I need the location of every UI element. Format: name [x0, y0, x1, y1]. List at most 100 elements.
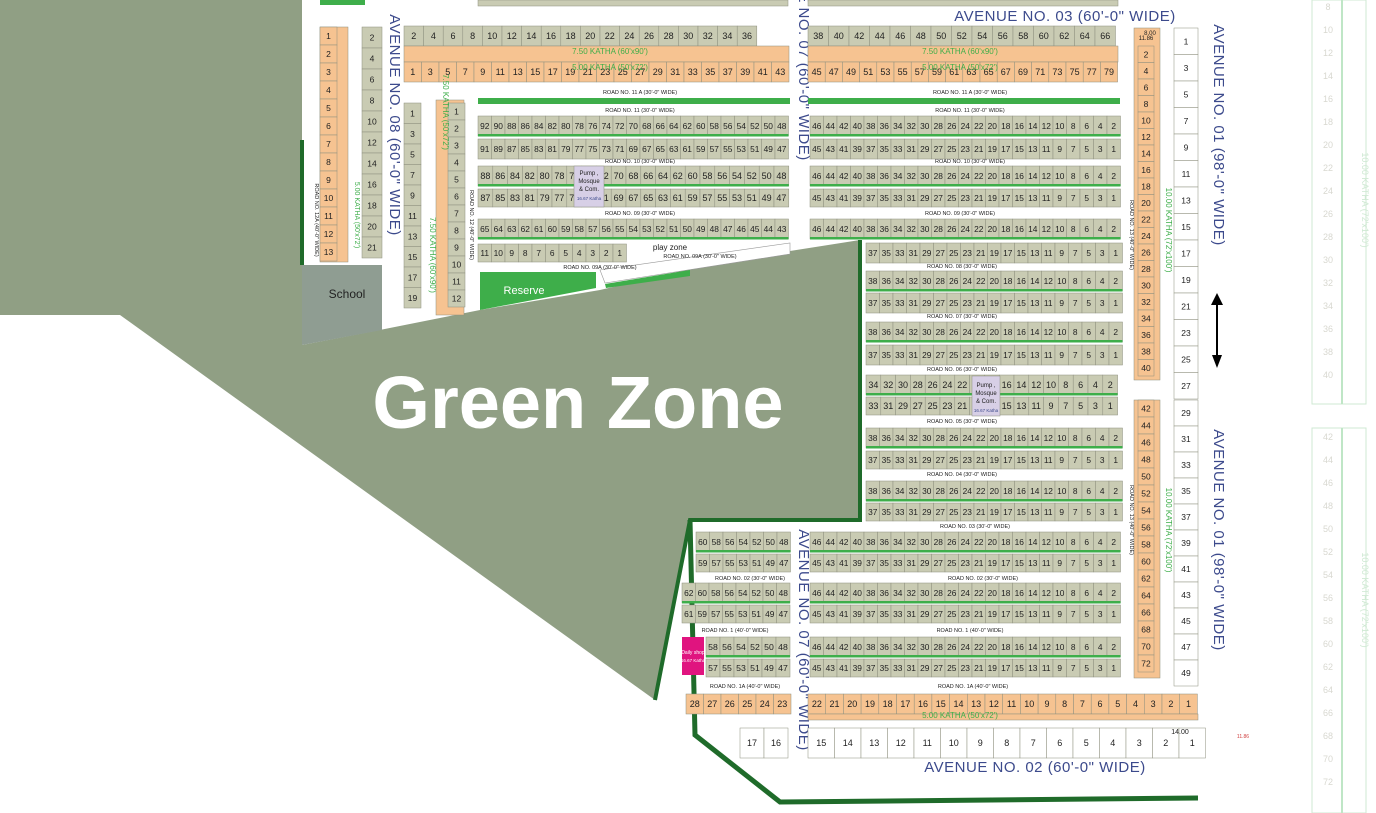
plot-number: 9	[1059, 248, 1064, 258]
plot-cell[interactable]	[1099, 727, 1127, 759]
plot-cell[interactable]	[1173, 529, 1199, 557]
plot-number: 31	[909, 248, 919, 258]
plot-number: 92	[480, 121, 490, 131]
plot-cell[interactable]	[1106, 553, 1121, 573]
plot-cell[interactable]	[1173, 345, 1199, 373]
plot-number: 1	[454, 107, 459, 117]
green-zone-area[interactable]	[0, 0, 860, 700]
plot-cell[interactable]	[1106, 658, 1121, 678]
plot-number: 12	[507, 31, 517, 41]
plot-cell[interactable]	[1173, 633, 1199, 661]
plot-number: 42	[854, 31, 864, 41]
plot-cell[interactable]	[1108, 450, 1123, 470]
plot-cell[interactable]	[1178, 727, 1206, 759]
plot-cell[interactable]	[1173, 54, 1199, 82]
plot-cell[interactable]	[1100, 61, 1118, 83]
plot-cell[interactable]	[834, 727, 862, 759]
reserve-block[interactable]	[480, 272, 596, 310]
plot-cell[interactable]	[1173, 213, 1199, 241]
plot-number: 23	[777, 699, 787, 709]
plot-cell[interactable]	[775, 658, 791, 678]
plot-cell[interactable]	[1173, 425, 1199, 453]
plot-cell[interactable]	[940, 727, 968, 759]
plot-cell[interactable]	[1108, 502, 1123, 522]
plot-number: 14	[1028, 642, 1038, 652]
plot-cell[interactable]	[1173, 555, 1199, 583]
plot-number: 22	[605, 31, 615, 41]
plot-number: 9	[509, 248, 514, 258]
plot-cell[interactable]	[1106, 188, 1121, 208]
plot-cell[interactable]	[774, 138, 789, 160]
plot-cell[interactable]	[1108, 242, 1123, 264]
pump-mosque-plot[interactable]	[573, 165, 605, 208]
plot-number: 3	[410, 129, 415, 139]
plot-number: 55	[723, 144, 733, 154]
plot-cell[interactable]	[1106, 604, 1121, 624]
plot-cell[interactable]	[1152, 727, 1180, 759]
road-label: ROAD NO. 09A (30'-0" WIDE)	[563, 265, 636, 271]
plot-number: 36	[880, 121, 890, 131]
plot-cell[interactable]	[1102, 396, 1118, 416]
plot-cell[interactable]	[1173, 266, 1199, 294]
plot-cell[interactable]	[1173, 292, 1199, 320]
top-partial-row	[477, 0, 789, 7]
plot-number: 9	[978, 738, 983, 748]
plot-cell[interactable]	[1173, 503, 1199, 531]
plot-cell[interactable]	[771, 61, 790, 83]
plot-number: 12	[324, 229, 334, 239]
plot-number: 49	[764, 663, 774, 673]
plot-number: 45	[812, 558, 822, 568]
plot-number: 38	[866, 121, 876, 131]
plot-cell[interactable]	[739, 727, 765, 759]
plot-cell[interactable]	[807, 727, 835, 759]
pump-mosque-plot[interactable]	[971, 375, 1001, 417]
plot-cell[interactable]	[1173, 239, 1199, 267]
plot-cell[interactable]	[361, 236, 383, 259]
school-label: School	[329, 287, 366, 301]
plot-number: 86	[495, 171, 505, 181]
plot-cell[interactable]	[776, 553, 791, 573]
plot-cell[interactable]	[1125, 727, 1153, 759]
plot-cell[interactable]	[319, 242, 338, 262]
plot-cell[interactable]	[1173, 659, 1199, 687]
plot-cell[interactable]	[1173, 581, 1199, 609]
plot-cell[interactable]	[1108, 344, 1123, 366]
plot-cell[interactable]	[773, 693, 792, 715]
plot-cell[interactable]	[993, 727, 1021, 759]
plot-cell[interactable]	[1108, 292, 1123, 314]
plot-cell[interactable]	[1173, 451, 1199, 479]
plot-number: 26	[1141, 247, 1151, 257]
plot-cell[interactable]	[1173, 107, 1199, 135]
plot-cell[interactable]	[1173, 186, 1199, 214]
daily-shop-plot[interactable]	[682, 637, 704, 675]
plot-cell[interactable]	[966, 727, 994, 759]
plot-cell[interactable]	[763, 727, 789, 759]
plot-cell[interactable]	[1137, 359, 1155, 377]
plot-cell[interactable]	[913, 727, 941, 759]
plot-cell[interactable]	[403, 287, 422, 309]
plot-number: 9	[1057, 193, 1062, 203]
plot-cell[interactable]	[612, 243, 627, 263]
plot-number: 59	[932, 67, 942, 77]
plot-cell[interactable]	[1173, 27, 1199, 55]
plot-cell[interactable]	[1173, 372, 1199, 400]
plot-number: 37	[868, 298, 878, 308]
plot-cell[interactable]	[1046, 727, 1074, 759]
plot-number: 20	[990, 276, 1000, 286]
plot-cell[interactable]	[1173, 399, 1199, 427]
faded-plot-number: 26	[1323, 209, 1333, 219]
plot-number: 20	[988, 537, 998, 547]
plot-cell[interactable]	[1072, 727, 1100, 759]
school-block[interactable]	[302, 265, 382, 345]
plot-cell[interactable]	[887, 727, 915, 759]
faded-plot-number: 58	[1323, 616, 1333, 626]
plot-cell[interactable]	[773, 188, 790, 208]
plot-cell[interactable]	[1137, 654, 1155, 673]
plot-number: 6	[1084, 588, 1089, 598]
plot-green-edge	[682, 601, 790, 604]
plot-cell[interactable]	[447, 289, 466, 308]
plot-cell[interactable]	[1173, 607, 1199, 635]
plot-cell[interactable]	[776, 604, 791, 624]
plot-cell[interactable]	[1106, 138, 1121, 160]
